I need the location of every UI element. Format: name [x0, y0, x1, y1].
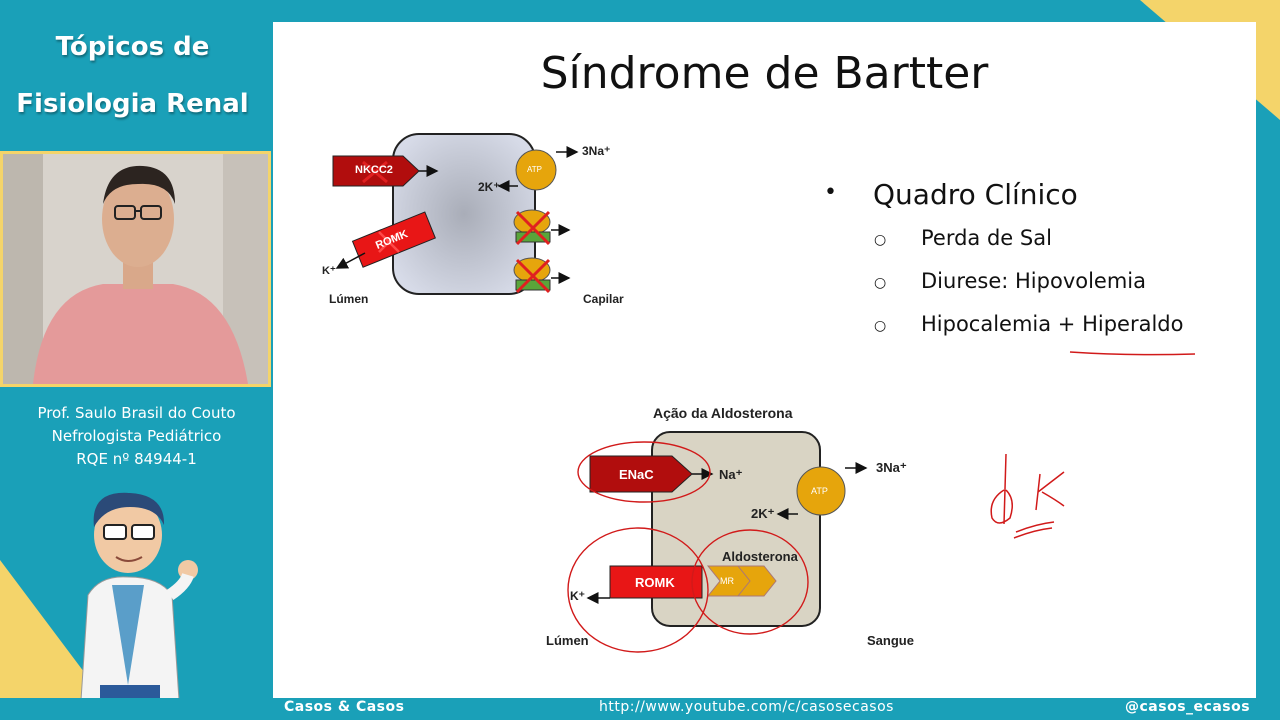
k-scribble — [1035, 471, 1065, 511]
atp-label-top: ATP — [527, 165, 542, 174]
bottom-cell-diagram — [567, 431, 868, 653]
professor-name: Prof. Saulo Brasil do Couto — [37, 404, 236, 422]
sub-item-1: Perda de Sal — [921, 226, 1052, 250]
footer-handle: @casos_ecasos — [1125, 699, 1251, 715]
annotation-circle — [577, 441, 711, 503]
k-label-top: K⁺ — [322, 265, 336, 277]
annotation-circle — [691, 529, 809, 635]
enac-channel — [589, 455, 693, 493]
mr-label: MR — [720, 576, 734, 586]
na-label-bottom: Na⁺ — [719, 467, 743, 482]
sangue-label: Sangue — [867, 633, 914, 648]
sidebar-title-line1: Tópicos de — [55, 32, 210, 62]
block-x-icon — [362, 160, 388, 184]
bullet-main: Quadro Clínico — [873, 178, 1078, 211]
na-label-top: 3Na⁺ — [582, 144, 611, 158]
atp-label-bottom: ATP — [811, 486, 828, 496]
footer-bar — [0, 698, 1280, 720]
footer-url[interactable]: http://www.youtube.com/c/casosecasos — [599, 699, 894, 715]
sub-bullet-marker: ○ — [874, 275, 887, 291]
atp-pump-bottom — [796, 466, 846, 516]
block-x-icon — [378, 231, 400, 253]
professor-role: Nefrologista Pediátrico — [51, 427, 222, 445]
aldosterona-label: Aldosterona — [722, 549, 798, 564]
sub-bullet-marker: ○ — [874, 232, 887, 248]
handwriting-annotations — [990, 351, 1196, 539]
footer-brand: Casos & Casos — [284, 699, 405, 715]
sub-bullet-marker: ○ — [874, 318, 887, 334]
capilar-label: Capilar — [583, 292, 624, 306]
block-x-icon — [515, 258, 551, 294]
top-cell-diagram — [332, 133, 579, 295]
romk-channel — [609, 565, 703, 599]
sub-item-2: Diurese: Hipovolemia — [921, 269, 1147, 293]
nkcc2-label: NKCC2 — [355, 164, 393, 176]
enac-label: ENaC — [619, 467, 654, 482]
romk-label-bottom: ROMK — [635, 575, 675, 590]
webcam-feed — [0, 151, 271, 387]
doctor-mascot-image — [79, 492, 198, 720]
slide-title: Síndrome de Bartter — [540, 48, 989, 99]
underline-annotation — [1069, 351, 1196, 356]
lumen-label-bottom: Lúmen — [546, 633, 589, 648]
aldosterona-title: Ação da Aldosterona — [653, 405, 793, 421]
sidebar-title-line2: Fisiologia Renal — [16, 89, 249, 119]
k2-label-top: 2K⁺ — [478, 180, 500, 194]
lumen-label-top: Lúmen — [329, 292, 369, 306]
professor-rqe: RQE nº 84944-1 — [76, 450, 197, 468]
sub-item-3: Hipocalemia + Hiperaldo — [921, 312, 1184, 336]
block-x-icon — [515, 210, 551, 246]
k-label-bottom: K⁺ — [570, 589, 585, 603]
k2-label-bottom: 2K⁺ — [751, 506, 775, 521]
na3-label-bottom: 3Na⁺ — [876, 460, 907, 475]
atp-pump — [515, 149, 557, 191]
down-arrow-scribble — [990, 453, 1013, 525]
bullet-dot: • — [824, 180, 837, 205]
presenter-image — [3, 154, 268, 384]
annotation-circle — [567, 527, 709, 653]
